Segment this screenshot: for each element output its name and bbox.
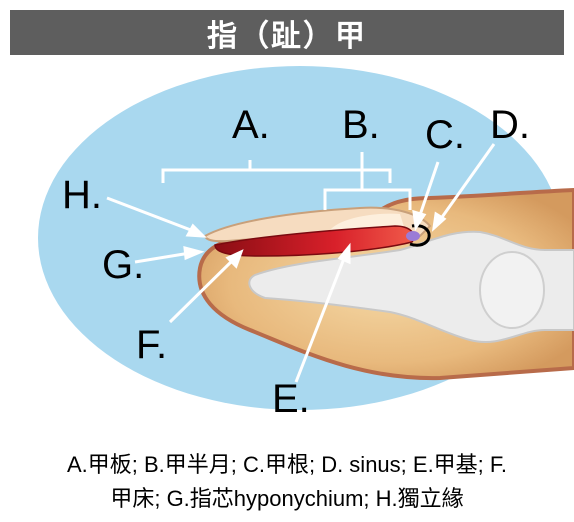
page-title: 指（趾）甲 (10, 10, 564, 55)
nail-bed (214, 225, 415, 257)
label-a: A. (232, 103, 270, 147)
nail-root-spot (406, 231, 420, 241)
leader-arrows (106, 143, 496, 383)
label-e: E. (272, 377, 310, 421)
label-c: C. (425, 113, 465, 157)
label-h: H. (62, 173, 102, 217)
legend-caption: A.甲板; B.甲半月; C.甲根; D. sinus; E.甲基; F. 甲床… (0, 448, 574, 516)
label-g: G. (102, 243, 144, 287)
legend-line-2: 甲床; G.指芯hyponychium; H.獨立緣 (110, 486, 464, 511)
sinus-curve (409, 224, 431, 247)
bracket-b (323, 152, 412, 210)
bracket-a (161, 160, 392, 183)
nail-anatomy-diagram: A. B. C. D. H. G. F. E. (0, 55, 574, 435)
legend-line-1: A.甲板; B.甲半月; C.甲根; D. sinus; E.甲基; F. (66, 452, 508, 477)
label-f: F. (136, 323, 167, 367)
bone-joint (479, 251, 545, 329)
label-d: D. (490, 103, 530, 147)
label-b: B. (342, 103, 380, 147)
